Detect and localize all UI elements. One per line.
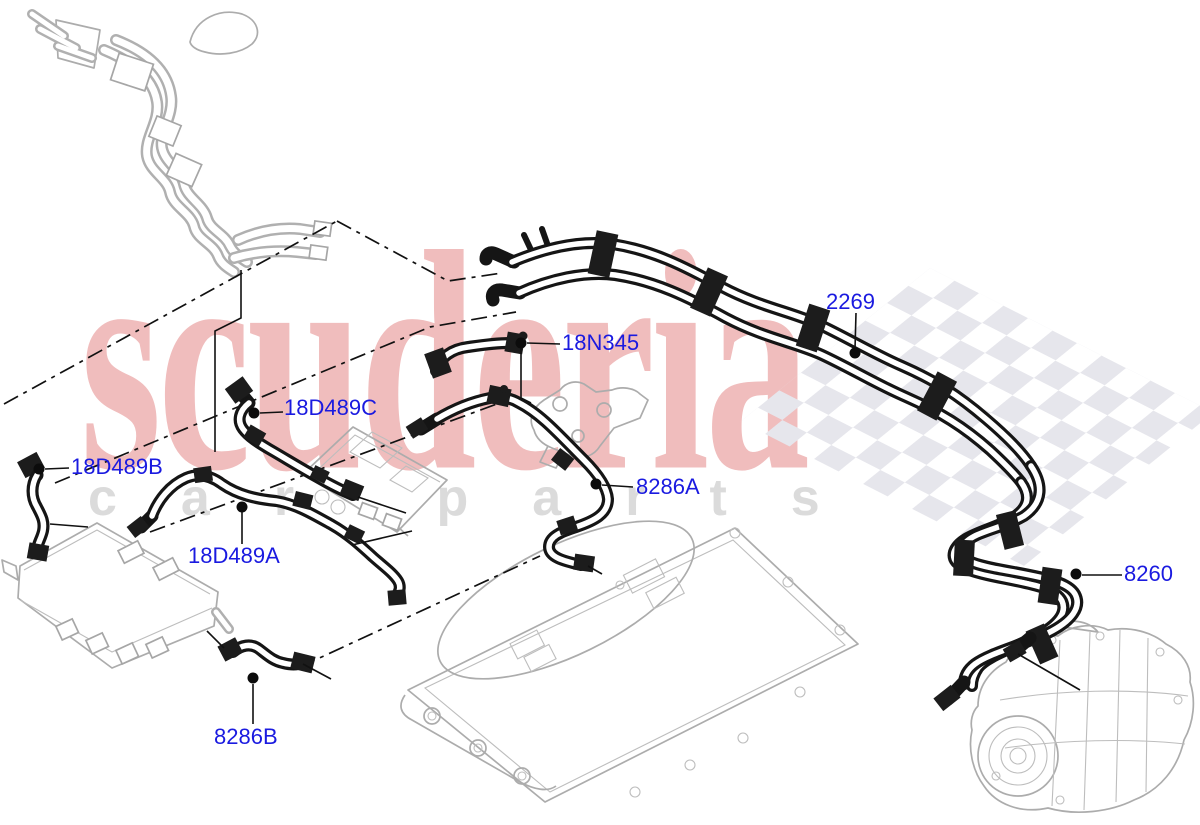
part-label-8286B[interactable]: 8286B <box>214 724 278 749</box>
ghost-battery-pack <box>400 520 859 803</box>
part-label-18N345[interactable]: 18N345 <box>562 330 640 355</box>
callout-leaders <box>33 312 1122 724</box>
part-label-18D489A[interactable]: 18D489A <box>188 543 280 568</box>
callout-dot-8260 <box>1070 568 1082 580</box>
callout-dot-8286A <box>590 478 602 490</box>
hose-18D489A <box>126 465 413 606</box>
construction-lines <box>3 220 541 668</box>
callout-dot-18N345 <box>515 337 527 349</box>
hose-18N345-lower-8286A <box>405 384 608 575</box>
ghost-heater-pipes-assembly <box>32 12 333 452</box>
part-label-18D489C[interactable]: 18D489C <box>284 395 377 420</box>
callout-dot-18D489A <box>236 501 248 513</box>
hose-18D489C <box>224 376 407 514</box>
callout-dot-18D489C <box>248 407 260 419</box>
ghost-bracket <box>530 381 649 469</box>
callout-dot-8286B <box>247 672 259 684</box>
callout-dot-18D489B <box>33 463 45 475</box>
part-label-18D489B[interactable]: 18D489B <box>71 454 163 479</box>
ghost-inverter-lower <box>1 522 234 669</box>
hose-bundle-2269-8260 <box>479 226 1080 712</box>
ghost-inverter-upper <box>302 426 448 537</box>
part-label-2269[interactable]: 2269 <box>826 289 875 314</box>
part-label-8260[interactable]: 8260 <box>1124 561 1173 586</box>
part-label-8286A[interactable]: 8286A <box>636 474 700 499</box>
callout-dot-2269 <box>849 347 861 359</box>
hose-8286B <box>206 630 332 680</box>
hose-18N345-upper <box>424 331 528 379</box>
